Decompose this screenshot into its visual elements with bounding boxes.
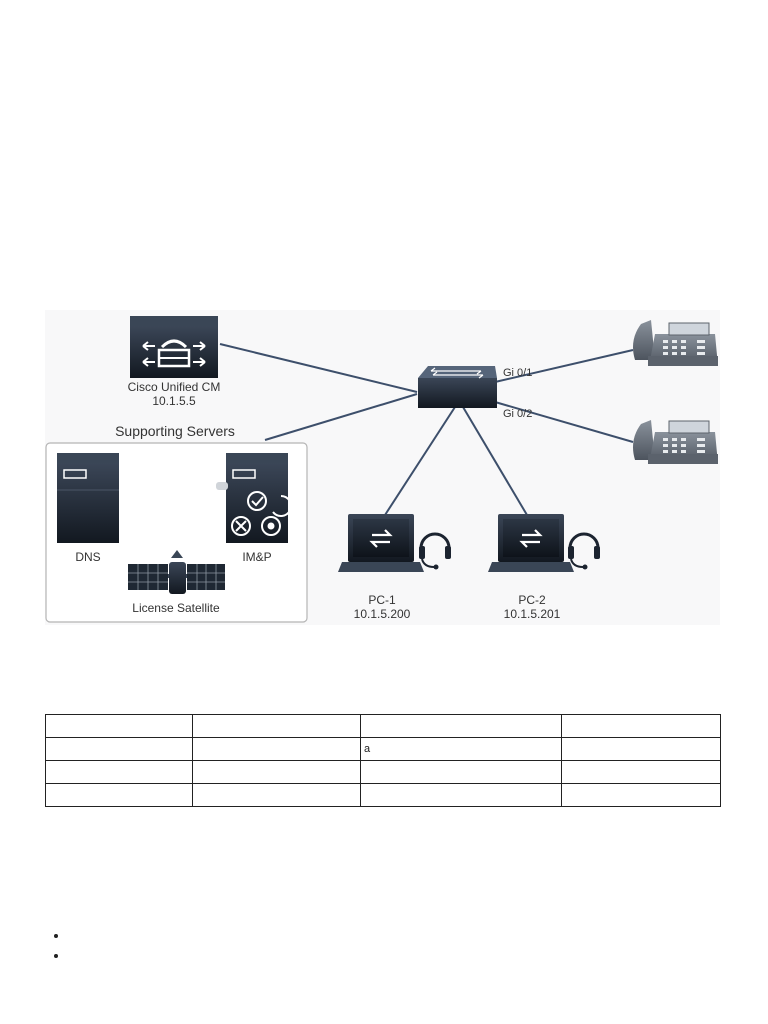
laptop-icon xyxy=(338,514,424,572)
table-cell xyxy=(45,783,193,807)
table-cell xyxy=(561,760,721,784)
link-switch-phone2 xyxy=(494,401,634,443)
table-cell xyxy=(192,760,361,784)
call-manager-icon xyxy=(130,316,218,378)
pc1-name-label: PC-1 xyxy=(368,593,396,607)
topology-svg: Cisco Unified CM 10.1.5.5 Gi 0/1 Gi 0/2 xyxy=(45,310,720,625)
notes-list xyxy=(52,925,68,965)
switch-port-gi02-label: Gi 0/2 xyxy=(503,408,532,420)
link-servers-switch xyxy=(264,393,418,441)
table-cell: a xyxy=(360,737,562,761)
addressing-table: a xyxy=(45,714,721,807)
table-cell xyxy=(45,714,193,738)
switch-port-gi01-label: Gi 0/1 xyxy=(503,367,532,379)
table-cell xyxy=(360,783,562,807)
network-links xyxy=(219,343,634,516)
ip-phone-icon xyxy=(633,420,718,464)
link-switch-pc2 xyxy=(462,406,528,516)
table-cell xyxy=(45,760,193,784)
pc1-ip-label: 10.1.5.200 xyxy=(354,607,411,621)
imp-label: IM&P xyxy=(242,550,271,564)
table-cell xyxy=(192,714,361,738)
table-cell xyxy=(561,737,721,761)
pc2-name-label: PC-2 xyxy=(518,593,546,607)
link-switch-pc1 xyxy=(384,406,456,516)
headset-icon xyxy=(419,532,451,570)
table-row xyxy=(45,714,721,738)
server-icon xyxy=(57,453,119,543)
table-row xyxy=(45,760,721,784)
cucm-ip-label: 10.1.5.5 xyxy=(152,394,196,408)
pc2-ip-label: 10.1.5.201 xyxy=(504,607,561,621)
laptop-icon xyxy=(488,514,574,572)
table-row: a xyxy=(45,737,721,761)
switch-icon xyxy=(418,366,497,408)
imp-server-icon xyxy=(216,453,292,543)
link-switch-phone1 xyxy=(494,349,634,383)
table-cell xyxy=(360,760,562,784)
network-topology-diagram: Cisco Unified CM 10.1.5.5 Gi 0/1 Gi 0/2 xyxy=(45,310,720,625)
dns-label: DNS xyxy=(75,550,100,564)
table-cell xyxy=(561,783,721,807)
table-row xyxy=(45,783,721,807)
table-cell xyxy=(192,783,361,807)
link-cucm-switch xyxy=(219,343,418,393)
ip-phone-icon xyxy=(633,320,718,366)
cucm-name-label: Cisco Unified CM xyxy=(128,380,221,394)
license-satellite-label: License Satellite xyxy=(132,601,220,615)
supporting-servers-title: Supporting Servers xyxy=(115,423,235,439)
table-cell xyxy=(360,714,562,738)
headset-icon xyxy=(568,532,600,570)
satellite-icon xyxy=(128,550,225,594)
table-cell xyxy=(192,737,361,761)
table-cell xyxy=(561,714,721,738)
table-cell xyxy=(45,737,193,761)
